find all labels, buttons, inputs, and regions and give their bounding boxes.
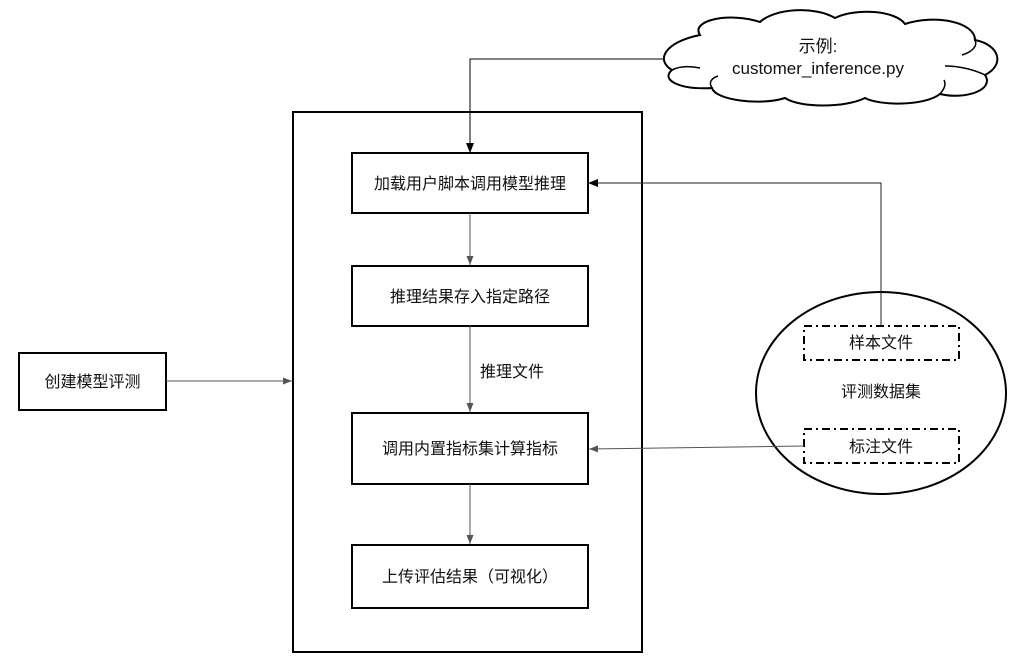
process-container: [292, 111, 643, 653]
annotation-files-label: 标注文件: [849, 437, 913, 456]
dataset-sample-files[interactable]: 样本文件: [803, 325, 960, 361]
node-load-user-script-box: [351, 152, 589, 214]
node-create-evaluation[interactable]: 创建模型评测: [18, 352, 167, 411]
node-store-results[interactable]: 推理结果存入指定路径: [351, 265, 589, 327]
dataset-label: 评测数据集: [841, 382, 921, 401]
edge-label-inference-file: 推理文件: [480, 362, 544, 381]
cloud-fold: [939, 79, 946, 95]
cloud-fold: [671, 65, 701, 71]
dataset-annotation-files[interactable]: 标注文件: [803, 428, 960, 464]
node-compute-metrics-label: 调用内置指标集计算指标: [382, 439, 558, 458]
cloud-fold: [709, 75, 719, 89]
node-compute-metrics[interactable]: 调用内置指标集计算指标: [351, 412, 589, 485]
node-compute-metrics-box: [351, 412, 589, 485]
node-store-results-label: 推理结果存入指定路径: [390, 287, 550, 306]
cloud-fold: [961, 39, 977, 56]
node-upload-results-label: 上传评估结果（可视化）: [382, 567, 558, 586]
edge-annotation-files-to-compute-metrics: [588, 445, 805, 453]
node-upload-results[interactable]: 上传评估结果（可视化）: [351, 544, 589, 609]
sample-files-label: 样本文件: [849, 333, 913, 352]
node-store-results-box: [351, 265, 589, 327]
node-upload-results-box: [351, 544, 589, 609]
node-load-user-script-label: 加载用户脚本调用模型推理: [374, 174, 566, 193]
cloud-shape: [662, 9, 999, 107]
cloud-fold: [944, 65, 986, 76]
node-create-evaluation-box: [18, 352, 167, 411]
node-create-evaluation-label: 创建模型评测: [44, 372, 140, 391]
node-example-script-cloud[interactable]: 示例: customer_inference.py: [662, 9, 999, 107]
edge-cloud-to-load-script: [466, 58, 664, 153]
node-load-user-script[interactable]: 加载用户脚本调用模型推理: [351, 152, 589, 214]
edge-sample-files-to-load-script: [588, 179, 882, 326]
cloud-label-line2: customer_inference.py: [732, 59, 904, 78]
cloud-label-line1: 示例:: [799, 37, 838, 56]
